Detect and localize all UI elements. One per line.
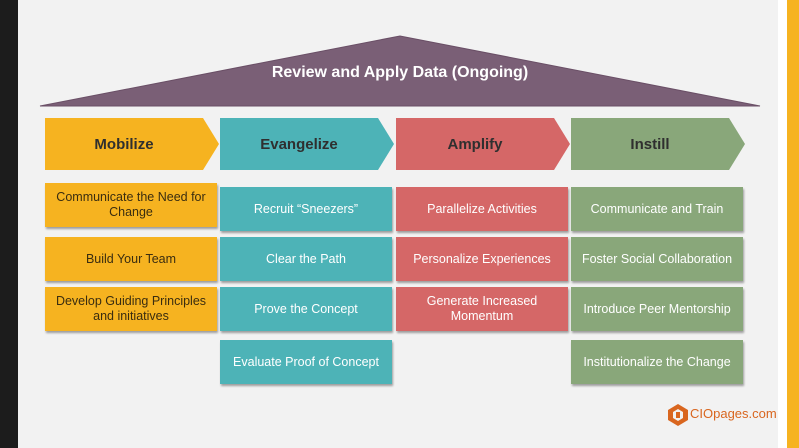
- activity-box: Parallelize Activities: [396, 187, 568, 231]
- activity-box: Introduce Peer Mentorship: [571, 287, 743, 331]
- phase-title: Instill: [630, 135, 670, 153]
- activity-box: Recruit “Sneezers”: [220, 187, 392, 231]
- activity-box: Clear the Path: [220, 237, 392, 281]
- phase-title: Evangelize: [260, 135, 338, 153]
- activity-box: Generate Increased Momentum: [396, 287, 568, 331]
- chevron-arrow-shape: [571, 118, 745, 170]
- phase-title: Mobilize: [94, 135, 154, 153]
- right-edge-strip: [778, 0, 787, 448]
- right-accent-bar: [787, 0, 799, 448]
- chevron-arrow-shape: [396, 118, 570, 170]
- activity-box: Evaluate Proof of Concept: [220, 340, 392, 384]
- activity-box: Personalize Experiences: [396, 237, 568, 281]
- phase-header-instill: Instill: [571, 118, 746, 170]
- left-edge-bar: [0, 0, 18, 448]
- chevron-arrow-shape: [45, 118, 219, 170]
- activity-box: Prove the Concept: [220, 287, 392, 331]
- activity-box: Institutionalize the Change: [571, 340, 743, 384]
- phase-header-amplify: Amplify: [396, 118, 571, 170]
- chevron-arrow-shape: [220, 118, 394, 170]
- phase-header-mobilize: Mobilize: [45, 118, 220, 170]
- activity-box: Foster Social Collaboration: [571, 237, 743, 281]
- activity-box: Develop Guiding Principles and initiativ…: [45, 287, 217, 331]
- activity-box: Build Your Team: [45, 237, 217, 281]
- roof-title: Review and Apply Data (Ongoing): [271, 64, 529, 81]
- cio-logo-icon: [668, 404, 688, 426]
- roof-shape: [39, 35, 761, 107]
- activity-box: Communicate the Need for Change: [45, 183, 217, 227]
- phase-title: Amplify: [447, 135, 503, 153]
- logo-text: CIOpages.com: [690, 406, 777, 421]
- cio-logo: CIOpages.com: [668, 404, 777, 426]
- phase-header-evangelize: Evangelize: [220, 118, 395, 170]
- activity-box: Communicate and Train: [571, 187, 743, 231]
